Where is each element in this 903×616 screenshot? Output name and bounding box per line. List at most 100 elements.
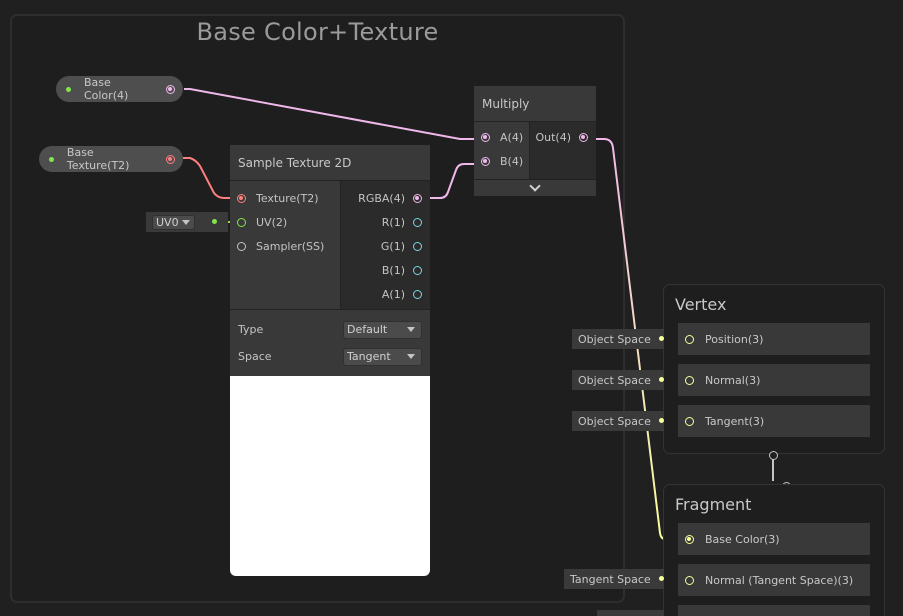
block-next[interactable] xyxy=(678,605,870,616)
output-port-icon[interactable] xyxy=(166,154,175,164)
widget-label: Object Space xyxy=(578,373,651,387)
input-ports: A(4) B(4) xyxy=(474,122,530,179)
port-icon[interactable] xyxy=(413,289,422,299)
widget-port-icon xyxy=(659,336,664,341)
output-port-b[interactable]: B(1) xyxy=(341,258,430,282)
output-ports: RGBA(4) R(1) G(1) B(1) A(1) xyxy=(341,181,430,309)
setting-type: Type Default xyxy=(238,316,422,343)
port-icon[interactable] xyxy=(237,217,246,227)
next-block-widget[interactable] xyxy=(597,610,664,616)
port-icon[interactable] xyxy=(685,575,694,585)
input-port-uv[interactable]: UV(2) xyxy=(230,210,340,234)
node-title[interactable]: Multiply xyxy=(474,86,596,122)
port-label: A(1) xyxy=(381,287,405,301)
output-port-icon[interactable] xyxy=(166,84,175,94)
input-port-a[interactable]: A(4) xyxy=(474,125,529,149)
exposed-indicator-icon xyxy=(66,86,71,92)
block-label: Normal (Tangent Space)(3) xyxy=(705,573,854,587)
port-label: Out(4) xyxy=(535,130,571,144)
dropdown-value: Tangent xyxy=(347,350,391,363)
widget-port-icon xyxy=(659,377,664,382)
context-title: Fragment xyxy=(675,495,752,514)
output-port-a[interactable]: A(1) xyxy=(341,282,430,306)
block-base-color[interactable]: Base Color(3) xyxy=(678,523,870,555)
output-port-g[interactable]: G(1) xyxy=(341,234,430,258)
input-port-texture[interactable]: Texture(T2) xyxy=(230,186,340,210)
property-node-base-texture[interactable]: Base Texture(T2) xyxy=(39,146,183,172)
node-settings: Type Default Space Tangent xyxy=(230,309,430,376)
uv-channel-widget[interactable]: UV0 xyxy=(146,212,228,232)
port-label: Sampler(SS) xyxy=(256,239,325,253)
widget-label: Object Space xyxy=(578,414,651,428)
port-label: G(1) xyxy=(380,239,405,253)
context-title: Vertex xyxy=(675,295,727,314)
expand-button[interactable] xyxy=(474,179,596,196)
widget-port-icon xyxy=(212,219,217,224)
space-dropdown[interactable]: Tangent xyxy=(343,347,422,366)
port-icon[interactable] xyxy=(685,416,694,426)
input-ports: Texture(T2) UV(2) Sampler(SS) xyxy=(230,181,341,309)
uv-channel-value: UV0 xyxy=(156,215,179,229)
block-position[interactable]: Position(3) xyxy=(678,323,870,355)
output-port-r[interactable]: R(1) xyxy=(341,210,430,234)
type-dropdown[interactable]: Default xyxy=(343,320,422,339)
port-icon[interactable] xyxy=(413,265,422,275)
property-label: Base Texture(T2) xyxy=(66,146,130,172)
dropdown-value: Default xyxy=(347,323,388,336)
port-label: UV(2) xyxy=(256,215,288,229)
widget-label: Object Space xyxy=(578,332,651,346)
port-label: Texture(T2) xyxy=(256,191,319,205)
position-space-widget[interactable]: Object Space xyxy=(572,329,664,349)
chevron-down-icon xyxy=(529,180,541,192)
node-multiply[interactable]: Multiply A(4) B(4) Out(4) xyxy=(474,86,596,196)
vertex-context[interactable]: Vertex Position(3) Normal(3) Tangent(3) xyxy=(663,284,885,454)
port-icon[interactable] xyxy=(579,132,588,142)
block-normal-tangent-space[interactable]: Normal (Tangent Space)(3) xyxy=(678,564,870,596)
property-label: Base Color(4) xyxy=(83,76,129,102)
port-icon[interactable] xyxy=(237,193,246,203)
block-label: Tangent(3) xyxy=(705,414,765,428)
tangent-space-widget[interactable]: Object Space xyxy=(572,411,664,431)
port-label: B(1) xyxy=(381,263,405,277)
port-icon[interactable] xyxy=(413,241,422,251)
property-node-base-color[interactable]: Base Color(4) xyxy=(56,76,183,102)
output-port-rgba[interactable]: RGBA(4) xyxy=(341,186,430,210)
setting-space: Space Tangent xyxy=(238,343,422,370)
port-label: B(4) xyxy=(500,154,524,168)
widget-port-icon xyxy=(659,576,664,581)
port-icon[interactable] xyxy=(481,132,490,142)
setting-label: Type xyxy=(238,323,264,336)
port-icon[interactable] xyxy=(685,334,694,344)
chevron-down-icon xyxy=(182,219,190,225)
node-preview xyxy=(230,376,430,576)
fragment-context[interactable]: Fragment Base Color(3) Normal (Tangent S… xyxy=(663,484,885,616)
port-label: A(4) xyxy=(500,130,524,144)
input-port-sampler[interactable]: Sampler(SS) xyxy=(230,234,340,258)
block-label: Base Color(3) xyxy=(705,532,780,546)
uv-channel-dropdown[interactable]: UV0 xyxy=(152,214,195,230)
port-icon[interactable] xyxy=(237,241,246,251)
output-ports: Out(4) xyxy=(530,122,596,179)
widget-label: Tangent Space xyxy=(570,572,651,586)
block-label: Normal(3) xyxy=(705,373,761,387)
port-icon[interactable] xyxy=(685,534,694,544)
port-icon[interactable] xyxy=(413,193,422,203)
output-port-out[interactable]: Out(4) xyxy=(530,125,596,149)
port-icon[interactable] xyxy=(481,156,490,166)
group-title[interactable]: Base Color+Texture xyxy=(196,18,439,46)
block-label: Position(3) xyxy=(705,332,764,346)
normal-space-widget[interactable]: Object Space xyxy=(572,370,664,390)
chevron-down-icon xyxy=(407,327,415,332)
port-label: RGBA(4) xyxy=(358,191,405,205)
normal-tangent-space-widget[interactable]: Tangent Space xyxy=(564,569,664,589)
node-title[interactable]: Sample Texture 2D xyxy=(230,145,430,181)
port-icon[interactable] xyxy=(413,217,422,227)
node-sample-texture-2d[interactable]: Sample Texture 2D Texture(T2) UV(2) Samp… xyxy=(230,145,430,576)
block-normal[interactable]: Normal(3) xyxy=(678,364,870,396)
widget-port-icon xyxy=(659,418,664,423)
input-port-b[interactable]: B(4) xyxy=(474,149,529,173)
port-icon[interactable] xyxy=(685,375,694,385)
block-tangent[interactable]: Tangent(3) xyxy=(678,405,870,437)
vertex-flow-out-port-icon xyxy=(769,451,778,460)
chevron-down-icon xyxy=(407,354,415,359)
